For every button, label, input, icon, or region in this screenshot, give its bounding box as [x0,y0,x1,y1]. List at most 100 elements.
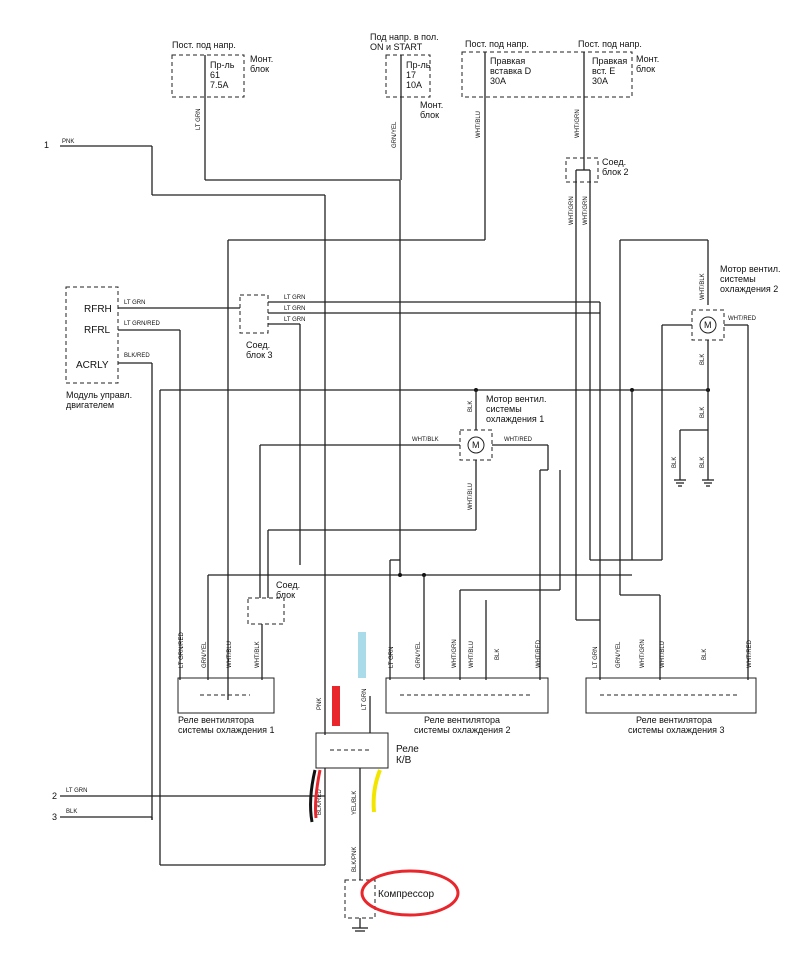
fuse-box-e-header: Пост. под напр. [578,39,642,49]
motor-2-line3: охлаждения 2 [720,284,778,294]
wire-whtgrn-r3: WHT/GRN [640,639,646,668]
annotation-yellow-stroke [371,769,382,813]
wire-ltgrnred-r1: LT GRN/RED [179,632,185,668]
wire-wht-grn-c2b: WHT/GRN [583,196,589,225]
relay-1-line2: системы охлаждения 1 [178,725,275,735]
fuse-e-rating: 30A [592,76,608,86]
wire-grn-yel-fuse17: GRN/YEL [392,121,398,148]
motor-2-line1: Мотор вентил. [720,264,781,274]
wire-pnk-label: PNK [62,139,74,145]
wire-ltgrn-c3a: LT GRN [284,295,305,301]
ecm-pin-rfrh: RFRH [84,304,112,315]
relay-2-line1: Реле вентилятора [424,715,500,725]
wire-blk-r2: BLK [495,649,501,660]
wire-wht-blu-fused: WHT/BLU [476,111,482,138]
compressor: Компрессор [344,879,434,932]
wire-blk-m2a: BLK [700,354,706,365]
cooling-fan-relay-2: LT GRN GRN/YEL WHT/GRN WHT/BLU BLK WHT/R… [385,639,549,735]
relay-3-line1: Реле вентилятора [636,715,712,725]
wire-whtblk-m1: WHT/BLK [412,437,439,443]
fuse-box-61-header: Пост. под напр. [172,40,236,50]
wire-yelblk-ac: YEL/BLK [352,791,358,815]
fuse-box-e-note1: Монт. [636,54,659,64]
wire-ltgrn-r3: LT GRN [593,647,599,668]
ecm-title1: Модуль управл. [66,390,132,400]
ecm-title2: двигателем [66,400,114,410]
wire-whtred-m1: WHT/RED [504,437,533,443]
wire-grnyel-r2: GRN/YEL [416,641,422,668]
fuse-61-number: 61 [210,70,220,80]
wire-blk-gnd2: BLK [700,457,706,468]
wire-blk-m2b: BLK [700,407,706,418]
fuse-d-rating: 30A [490,76,506,86]
ac-relay-line1: Реле [396,744,419,755]
terminal-2: 2 [52,791,57,801]
wire-wht-grn-fusee: WHT/GRN [575,109,581,138]
fuse-box-17-header2: ON и START [370,42,423,52]
connector-lower-line2: блок [276,590,295,600]
wire-ltgrn-ac: LT GRN [362,689,368,710]
wire-blk-gnd1: BLK [672,457,678,468]
fuse-17-number: 17 [406,70,416,80]
fuse-d-name2: вставка D [490,66,532,76]
wire-ltgrn-c3b: LT GRN [284,306,305,312]
cooling-fan-relay-3: LT GRN GRN/YEL WHT/GRN WHT/BLU BLK WHT/R… [585,639,757,735]
fuse-box-17-note2: блок [420,110,439,120]
fuse-box-e-note2: блок [636,64,655,74]
wire-whtblu-r2: WHT/BLU [469,641,475,668]
connector-block-2: Соед. блок 2 WHT/GRN WHT/GRN [565,157,629,225]
connector-block-lower: Соед. блок [247,580,300,680]
annotation-red-bar [332,686,340,726]
cooling-fan-relay-1: LT GRN/RED GRN/YEL WHT/BLU WHT/BLK Реле … [177,632,275,735]
connector-3-line2: блок 3 [246,350,273,360]
ac-relay: PNK LT GRN BLK/RED YEL/BLK BLK/PNK Реле … [315,689,419,880]
wire-whtgrn-r2: WHT/GRN [452,639,458,668]
wire-blkred-acrly: BLK/RED [124,353,150,359]
fuse-d-name: Правкая [490,56,525,66]
fuse-box-17-header1: Под напр. в пол. [370,32,439,42]
fuse-box-d-header: Пост. под напр. [465,39,529,49]
wire-grnyel-r1: GRN/YEL [202,641,208,668]
annotation-black-stroke [309,769,317,823]
fuse-box-61: Пост. под напр. Пр-ль 61 7.5A Монт. блок [171,40,273,98]
fuse-box-right: Пост. под напр. Правкая вставка D 30A По… [461,39,659,98]
feed-wires: 1 PNK LT GRN GRN/YEL WHT/BLU WHT/GRN [44,97,591,735]
bus-wires [159,239,749,865]
wire-ltgrn-r2: LT GRN [389,647,395,668]
wire-blk-t3: BLK [66,809,77,815]
wire-ltgrn-c3c: LT GRN [284,317,305,323]
engine-control-module: RFRH RFRL ACRLY Модуль управл. двигателе… [65,286,240,820]
terminal-3: 3 [52,812,57,822]
fuse-17-rating: 10A [406,80,422,90]
motor-2-line2: системы [720,274,756,284]
wire-ltgrn-t2: LT GRN [66,788,87,794]
wire-blkred-ac: BLK/RED [317,789,323,815]
motor-2-symbol: M [704,320,712,330]
cooling-fan-motor-2: M Мотор вентил. системы охлаждения 2 WHT… [672,264,781,468]
wire-whtblu-r1: WHT/BLU [227,641,233,668]
relay-2-line2: системы охлаждения 2 [414,725,511,735]
motor-1-line2: системы [486,404,522,414]
wire-blk-r3: BLK [702,649,708,660]
relay-3-line2: системы охлаждения 3 [628,725,725,735]
ecm-pin-rfrl: RFRL [84,325,111,336]
fuse-61-name: Пр-ль [210,60,235,70]
motor-1-line3: охлаждения 1 [486,414,544,424]
connector-block-3: LT GRN LT GRN LT GRN Соед. блок 3 [239,294,601,620]
wire-whtblu-r3: WHT/BLU [660,641,666,668]
annotation-red-stroke [314,769,322,819]
wire-whtred-m2: WHT/RED [728,316,757,322]
wire-pnk-ac: PNK [317,698,323,710]
fuse-17-name: Пр-ль [406,60,431,70]
annotation-cyan-bar [358,632,366,678]
terminal-1: 1 [44,140,49,150]
terminals-2-3: 2 3 LT GRN BLK [52,788,326,866]
wire-whtred-r2: WHT/RED [536,639,542,668]
motor-1-symbol: M [472,440,480,450]
fuse-box-17: Под напр. в пол. ON и START Пр-ль 17 10A… [370,32,443,120]
connector-lower-line1: Соед. [276,580,300,590]
motor-1-line1: Мотор вентил. [486,394,547,404]
ecm-pin-acrly: ACRLY [76,360,109,371]
wire-whtred-r3: WHT/RED [747,639,753,668]
